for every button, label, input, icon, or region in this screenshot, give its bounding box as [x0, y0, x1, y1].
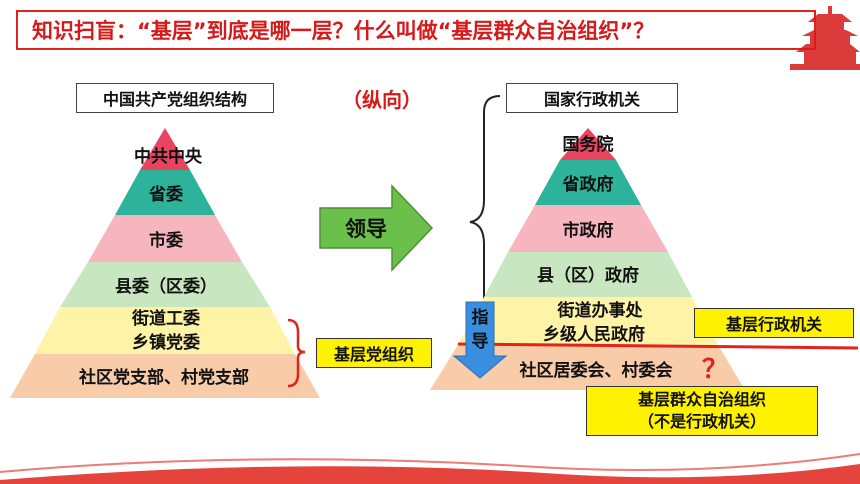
pyramid-layer-city-gov	[508, 205, 668, 252]
street-committee-text: 街道工委	[131, 308, 200, 329]
lead-arrow-text: 领导	[345, 217, 387, 241]
pyramid-layer-province	[115, 170, 215, 215]
pyramid-layer-state-council	[560, 128, 616, 160]
question-mark: ？	[702, 355, 728, 385]
grassroots-bracket	[287, 318, 306, 388]
pyramid-layer-community	[10, 354, 320, 398]
divider-line	[457, 342, 859, 350]
village-committee-text: 社区居委会、村委会	[519, 360, 673, 381]
pyramid-layer-central	[140, 128, 190, 170]
page-title: 知识扫盲：“基层”到底是哪一层？什么叫做“基层群众自治组织”？	[16, 10, 816, 50]
party-structure-label: 中国共产党组织结构	[76, 83, 274, 113]
autonomy-line-2: （不是行政机关）	[637, 412, 766, 431]
state-council-text: 国务院	[563, 134, 614, 155]
street-office-text: 街道办事处	[557, 300, 644, 321]
lead-arrow	[319, 184, 434, 272]
pyramid-layer-county	[60, 262, 270, 307]
township-gov-text: 乡级人民政府	[543, 324, 645, 345]
pyramid-layer-province-gov	[535, 160, 641, 205]
central-committee-text: 中共中央	[134, 146, 203, 167]
grassroots-admin-label: 基层行政机关	[694, 308, 854, 338]
county-gov-text: 县（区）政府	[537, 265, 639, 286]
pyramid-layer-city	[88, 215, 242, 262]
guide-arrow-text: 指导	[471, 308, 489, 352]
grassroots-party-label: 基层党组织	[316, 338, 432, 368]
autonomy-line-1: 基层群众自治组织	[637, 390, 766, 409]
branch-committee-text: 社区党支部、村党支部	[78, 367, 249, 388]
temple-icon	[790, 6, 860, 70]
province-committee-text: 省委	[148, 184, 183, 205]
state-pyramid	[430, 128, 745, 390]
autonomy-box: 基层群众自治组织 （不是行政机关）	[586, 386, 818, 436]
pyramid-layer-street-gov	[458, 297, 718, 345]
direction-label: （纵向）	[342, 88, 422, 112]
bottom-wave-decoration	[0, 453, 860, 484]
city-gov-text: 市政府	[563, 220, 614, 241]
state-organs-label: 国家行政机关	[506, 83, 678, 113]
city-committee-text: 市委	[149, 230, 183, 251]
party-pyramid	[10, 128, 320, 398]
province-gov-text: 省政府	[562, 174, 614, 195]
pyramid-layer-village	[430, 345, 745, 390]
pyramid-layer-county-gov	[484, 252, 692, 297]
county-committee-text: 县委（区委）	[115, 276, 217, 297]
township-committee-text: 乡镇党委	[132, 332, 200, 353]
pyramid-layer-street	[35, 307, 295, 354]
guide-arrow	[452, 301, 508, 379]
